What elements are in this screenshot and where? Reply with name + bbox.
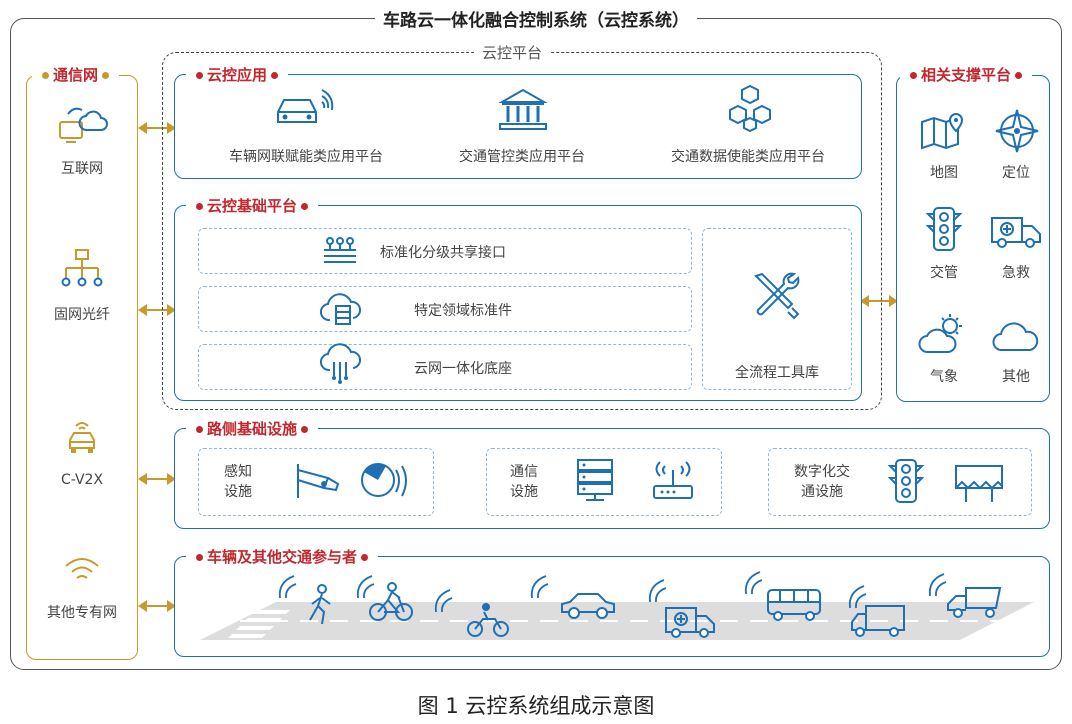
comm-item-cv2x: C-V2X [60,472,104,488]
roadside-title: 路侧基础设施 [186,418,319,439]
roadside-comm-label: 通信 设施 [510,464,538,500]
traffic-signal-icon [887,459,925,503]
link-arrow-roadside [138,473,176,485]
bus-icon [767,589,821,621]
cloud-app-vehicle: 车辆网联赋能类应用平台 [229,149,383,165]
layer-cloud-base [198,344,692,390]
layer-shared-interface [198,228,692,274]
data-cubes-icon [729,84,771,133]
server-icon [577,459,613,501]
connected-car-icon [69,422,95,453]
support-traffic-police: 交管 [930,265,958,281]
link-arrow-support [860,295,898,307]
layer-domain-standard [198,286,692,332]
support-map: 地图 [930,165,958,181]
road-scene [200,571,1034,640]
comm-network-panel [26,75,138,660]
wifi-icon [65,558,99,579]
dump-truck-icon [947,587,1002,618]
comm-item-private: 其他专有网 [47,605,117,621]
support-emergency: 急救 [1002,265,1030,281]
pedestrian-icon [309,584,331,625]
map-icon [921,112,964,150]
comm-item-internet: 互联网 [61,161,103,177]
car-icon [561,593,615,619]
cyclist-icon [369,582,413,621]
ambulance-vehicle-icon [665,607,715,638]
link-arrow-base [138,304,176,316]
cloud-app-title: 云控应用 [186,64,289,85]
traffic-light-icon [925,207,963,251]
weather-icon [918,314,962,353]
cloud-app-panel [174,74,862,179]
layer-shared-interface-label: 标准化分级共享接口 [380,245,506,261]
cloud-app-data: 交通数据使能类应用平台 [671,149,825,165]
billboard-icon [955,465,1003,502]
tools-icon [754,272,800,320]
roadside-sensing-label: 感知 设施 [224,464,252,500]
internet-icon [59,107,108,143]
ambulance-icon [991,217,1041,248]
support-weather: 气象 [930,369,958,385]
interface-icon [324,237,356,263]
roadside-digital-label: 数字化交 通设施 [794,464,850,500]
support-positioning: 定位 [1002,165,1030,181]
comm-item-fiber: 固网光纤 [54,307,110,323]
support-title: 相关支撑平台 [900,64,1033,85]
cloud-base-title: 云控基础平台 [186,195,319,216]
government-building-icon [498,88,548,130]
toolkit-box [702,228,852,390]
support-other: 其他 [1002,369,1030,385]
router-icon [653,461,693,499]
motorcycle-icon [467,603,509,637]
comm-network-title: 通信网 [32,64,120,85]
figure-caption: 图 1 云控系统组成示意图 [417,694,655,718]
truck-icon [851,605,905,637]
vehicles-title: 车辆及其他交通参与者 [186,546,379,567]
link-arrow-vehicles [138,600,176,612]
toolkit-label: 全流程工具库 [735,365,819,381]
cloud-network-icon [319,343,362,384]
car-signal-icon [277,89,334,123]
layer-cloud-base-label: 云网一体化底座 [414,361,512,377]
network-topology-icon [61,249,103,287]
camera-icon [297,464,340,498]
compass-icon [995,109,1039,153]
cloud-server-icon [319,293,362,325]
cloud-platform-title: 云控平台 [474,42,551,63]
link-arrow-app [138,122,176,134]
cloud-app-traffic: 交通管控类应用平台 [459,149,585,165]
system-title: 车路云一体化融合控制系统（云控系统） [0,6,1072,31]
layer-domain-standard-label: 特定领域标准件 [414,303,512,319]
radar-icon [361,463,407,497]
cloud-icon [992,322,1039,351]
